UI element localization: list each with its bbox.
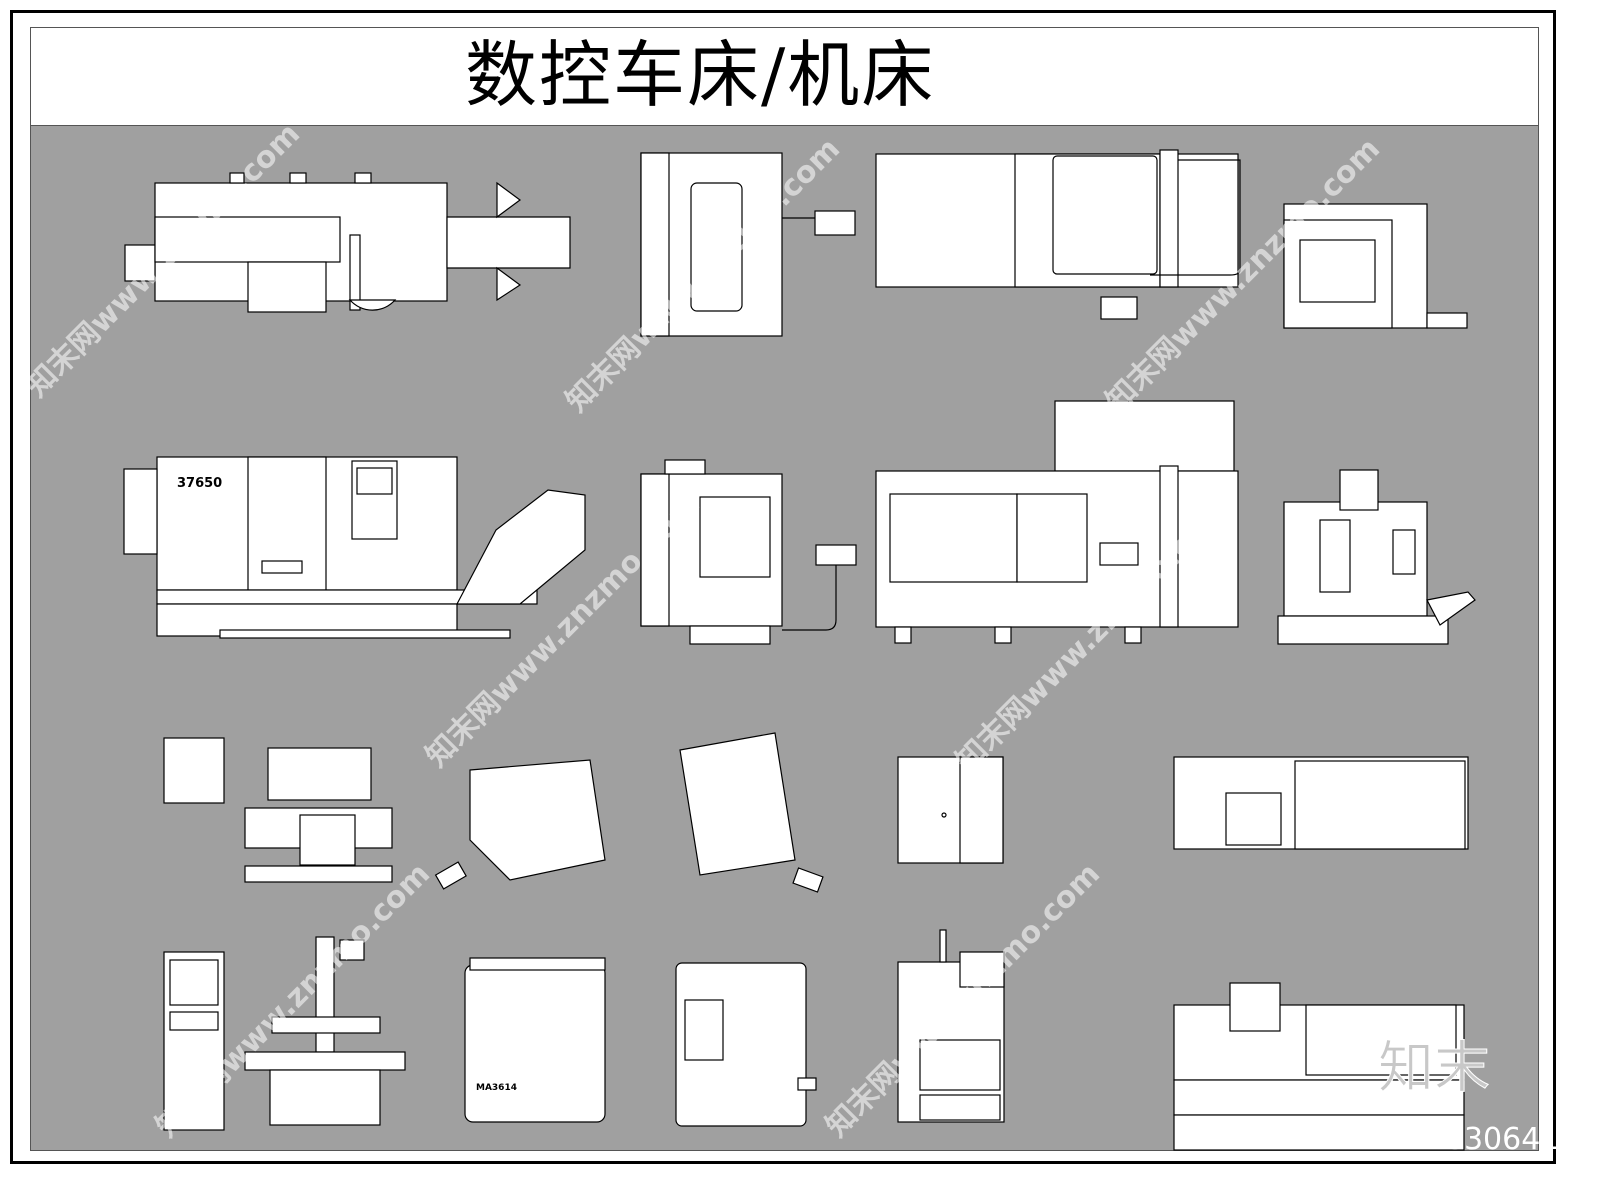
machine-long-bed-top — [124, 172, 571, 313]
machine-cnc-lathe: 37650 — [123, 456, 586, 639]
machine-enclosure-front-2 — [640, 459, 857, 645]
image-id: ID: 1176306414 — [1336, 1122, 1579, 1157]
machine-cabinet-small — [163, 737, 225, 804]
machine-wire-edm-top — [244, 747, 393, 883]
machine-vertical-center-front — [1277, 469, 1476, 645]
machine-wire-edm-front — [244, 936, 406, 1126]
machine-large-front-view — [875, 400, 1239, 644]
page-title: 数控车床/机床 — [465, 33, 936, 117]
machine-vertical-center-small — [1283, 203, 1468, 329]
machine-rotated-1 — [434, 759, 606, 890]
machine-rotated-2 — [679, 732, 824, 893]
machine-wide-enclosure — [1173, 756, 1469, 850]
small-machine-model-label: MA3614 — [476, 1083, 517, 1093]
watermark-logo: 知末 — [1378, 1036, 1491, 1102]
drawing-frame — [10, 10, 1556, 1164]
machine-enclosure-rounded-2 — [675, 962, 817, 1127]
machine-control-cabinet — [163, 951, 225, 1131]
machine-enclosure-front-1 — [640, 152, 856, 337]
machine-large-top-view — [875, 149, 1241, 320]
lathe-model-label: 37650 — [177, 476, 222, 491]
machine-tall-cabinet — [897, 929, 1005, 1123]
machine-enclosure-rounded-1: MA3614 — [464, 957, 606, 1123]
machine-conventional-lathe — [1173, 982, 1465, 1151]
machine-cabinet-split — [897, 756, 1004, 864]
